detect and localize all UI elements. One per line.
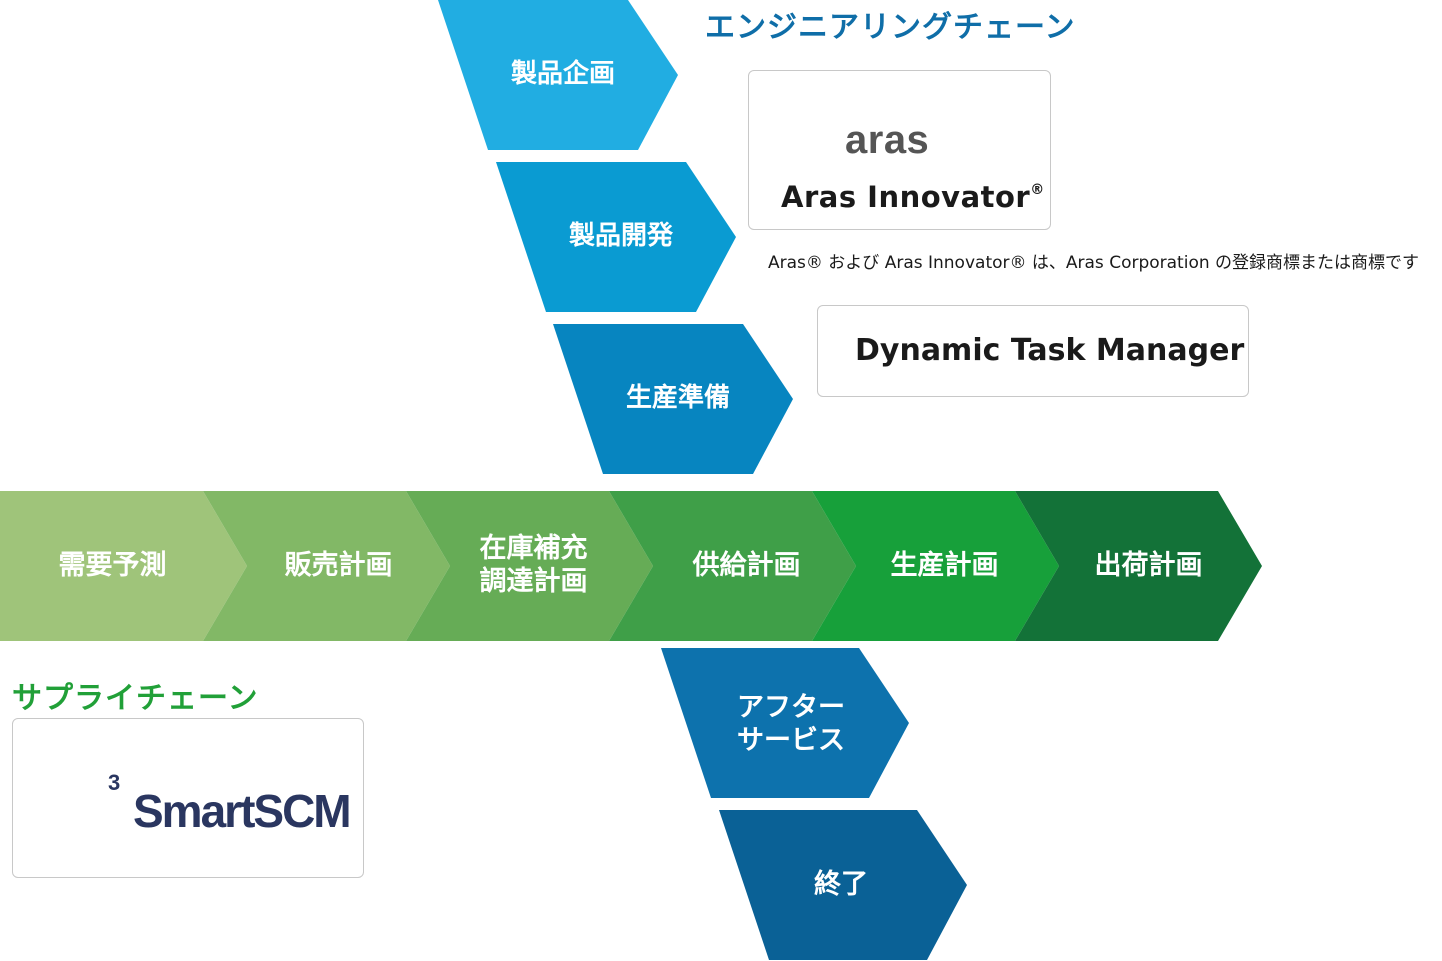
step-shape-production-prep [553,324,793,474]
smartscm-name: SmartSCM [133,785,352,837]
step-label-inventory-procurement: 在庫補充 調達計画 [479,533,588,597]
step-label-demand-forecast: 需要予測 [58,549,167,581]
step-shape-production-plan [812,491,1059,641]
step-label-after-service: アフター サービス [737,692,845,756]
dynamic-task-manager-label: Dynamic Task Manager [855,333,1245,368]
aras-logo-text: aras [845,118,930,162]
step-label-production-plan: 生産計画 [890,549,999,581]
step-label-end: 終了 [814,868,868,900]
step-shape-after-service [661,648,909,798]
aras-innovator-card [748,70,1051,230]
step-label-production-prep: 生産準備 [625,383,730,414]
step-shape-inventory-procurement [406,491,653,641]
step-label-product-planning: 製品企画 [510,59,615,90]
supply-chain-title: サプライチェーン [12,681,259,716]
smartscm-card [12,718,364,878]
step-label-shipping-plan: 出荷計画 [1094,549,1203,581]
step-shape-supply-plan [609,491,856,641]
aras-trademark-note: Aras® および Aras Innovator® は、Aras Corpora… [768,253,1420,273]
step-shape-end [719,810,967,960]
step-shape-demand-forecast [0,491,247,641]
step-shape-shipping-plan [1015,491,1262,641]
smartscm-superscript: 3 [108,770,121,795]
step-label-sales-plan: 販売計画 [284,549,393,581]
aras-product-name: Aras Innovator® [781,180,1045,214]
step-label-product-development: 製品開発 [568,221,673,252]
aras-product-name-text: Aras Innovator [781,180,1031,214]
step-shape-product-planning [438,0,678,150]
dynamic-task-manager-card [817,305,1249,397]
step-label-supply-plan: 供給計画 [692,549,801,581]
engineering-chain-title: エンジニアリングチェーン [705,10,1076,45]
registered-mark: ® [1030,182,1045,198]
step-shape-product-development [496,162,736,312]
step-shape-sales-plan [203,491,450,641]
